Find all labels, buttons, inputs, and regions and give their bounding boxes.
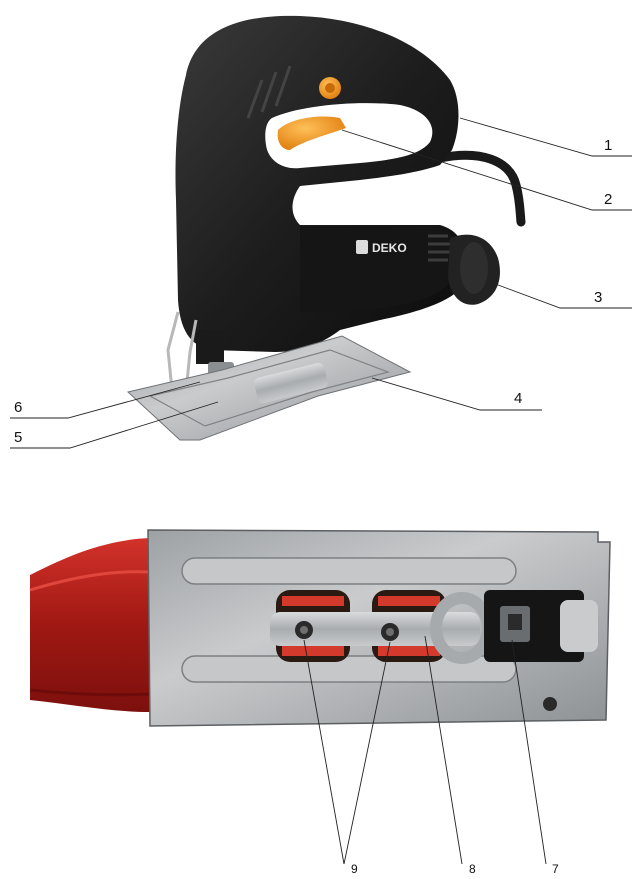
callout-5: 5	[14, 429, 22, 446]
callout-8: 8	[469, 862, 476, 876]
leader-9b	[343, 641, 391, 865]
power-cord	[435, 150, 526, 227]
callout-1: 1	[604, 137, 612, 154]
callout-9: 9	[351, 862, 358, 876]
callout-6: 6	[14, 399, 22, 416]
leader-1	[459, 117, 632, 157]
brand-text: DEKO	[372, 241, 407, 255]
leader-3	[489, 281, 632, 309]
baseplate-photo	[29, 529, 611, 727]
shoe-cylinder	[254, 362, 328, 404]
callout-7: 7	[552, 862, 559, 876]
brand-logo: DEKO	[356, 240, 407, 255]
callout-2: 2	[604, 191, 612, 208]
callout-3: 3	[594, 289, 602, 306]
side-vents	[428, 234, 450, 262]
leader-6	[10, 381, 201, 419]
top-leader-lines	[10, 117, 632, 449]
leader-7	[511, 639, 547, 865]
upper-rail	[181, 557, 517, 585]
guide-rod	[270, 612, 480, 646]
top-callouts: 1 2 3 4 5 6	[14, 137, 612, 446]
trigger	[277, 116, 346, 150]
leader-4	[371, 377, 542, 411]
plate-hole	[543, 697, 557, 711]
motor-housing	[300, 226, 457, 312]
red-housing	[30, 538, 150, 712]
callout-4: 4	[514, 390, 522, 407]
bottom-callouts: 9 8 7	[351, 862, 559, 876]
jigsaw-illustration: DEKO	[126, 15, 526, 441]
bottom-leader-lines	[303, 635, 547, 865]
leader-9a	[303, 639, 345, 865]
grip-ribs	[246, 65, 292, 119]
leader-5	[10, 401, 219, 449]
leader-2	[341, 129, 632, 211]
leader-8	[424, 635, 463, 865]
